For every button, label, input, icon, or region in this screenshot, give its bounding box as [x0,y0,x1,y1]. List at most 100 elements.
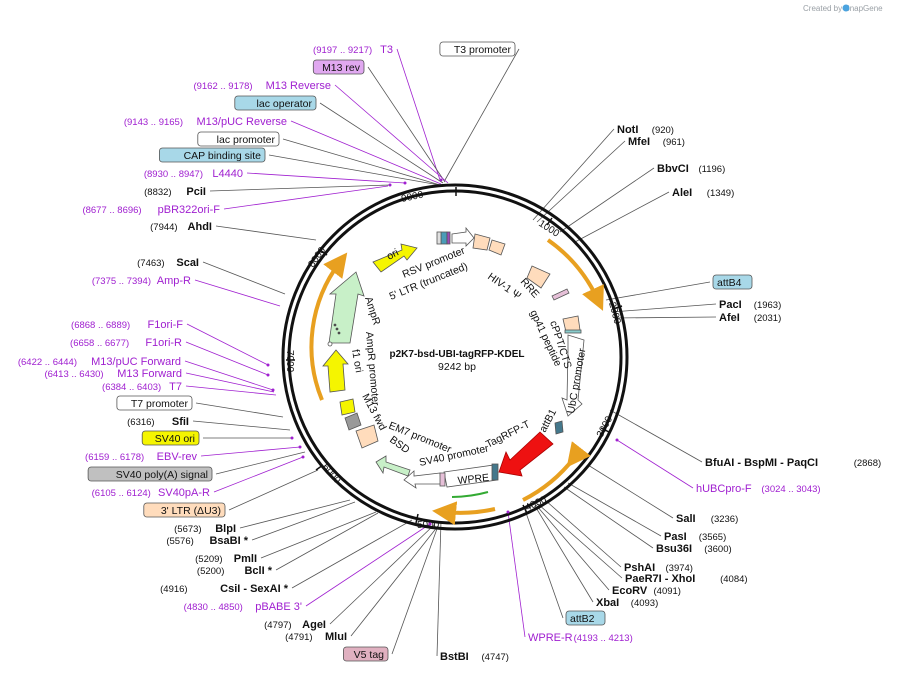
leader-line [239,499,351,529]
leader-line [186,323,269,366]
enzyme-agei: AgeI [302,619,326,631]
leader-line [609,409,703,463]
feature-box-label-t7-promoter: T7 promoter [131,398,189,410]
enzyme-pos-bstbi: (4747) [482,652,509,663]
leader-line [524,509,564,619]
leader-line [536,140,626,223]
leader-line [268,154,446,187]
enzyme-mlui: MluI [325,631,347,643]
feature-box-sv40-poly-a-signal [87,466,213,482]
leader-line [319,102,444,184]
primer-site-marker [290,436,294,440]
enzyme-pos-bsu36i: (3600) [704,544,731,555]
leader-line [537,503,623,579]
primer-t7: T7 [169,381,182,393]
leader-line [290,120,442,185]
primer-pos-t7: (6384 .. 6403) [102,382,161,393]
feature-box-v5-tag [342,646,389,662]
backbone-outer-ring [281,183,629,531]
leader-line [391,525,439,655]
leader-line [215,225,317,241]
feature-box-label-t3-promoter: T3 promoter [454,44,512,56]
leader-line [616,439,694,489]
enzyme-bsabi: BsaBI * [209,535,248,547]
leader-line [194,279,281,307]
leader-line [334,84,449,184]
leader-line [534,505,594,603]
features [322,226,585,489]
primer-hubcpro-f: hUBCpro-F [696,483,752,495]
tick-label-1000: 1000 [536,218,561,240]
primer-site-marker [266,373,270,377]
leader-line [275,512,379,571]
tick-label-7000: 7000 [284,350,295,373]
feature-box-attb4 [712,274,753,290]
enzyme-pasi: PasI [664,531,687,543]
primer-pos-ebv-rev: (6159 .. 6178) [85,452,144,463]
enzyme-pos-csii-sexai: (4916) [160,584,187,595]
enzyme-afei: AfeI [719,312,740,324]
enzyme-pcii: PciI [186,186,206,198]
feature-label-hiv1-psi: HIV-1 Ψ [485,271,523,303]
leader-line [574,191,670,243]
feature-box-label-v5-tag: V5 tag [354,649,385,661]
enzyme-pos-mfei: (961) [663,137,685,148]
feature-box-m13-rev [312,59,365,75]
leader-line [587,464,674,519]
leader-line [215,451,306,475]
enzyme-csii-sexai: CsiI - SexAI * [220,583,289,595]
primer-pos-hubcpro-f: (3024 .. 3043) [761,484,820,495]
feature-label-ampr: AmpR [362,295,383,327]
primer-site-marker [403,181,407,185]
enzyme-pmli: PmlI [234,553,257,565]
leader-line [251,501,356,541]
feature-label-f1ori: f1 ori [349,348,365,373]
enzyme-pos-paci: (1963) [754,300,781,311]
leader-line [282,138,441,186]
leader-lines [184,48,717,657]
primer-pos-m13-forward: (6413 .. 6430) [44,369,103,380]
enzyme-alei: AleI [672,187,692,199]
primer-m13-reverse: M13 Reverse [266,80,331,92]
orange-arcs [309,238,604,526]
enzyme-sali: SalI [676,513,696,525]
primer-site-marker [439,178,443,182]
enzyme-ecorv: EcoRV [612,585,648,597]
leader-line [223,185,389,210]
enzyme-pos-blpi: (5673) [174,524,201,535]
primer-site-marker [428,522,432,526]
primer-pos-amp-r: (7375 .. 7394) [92,276,151,287]
enzyme-pos-ahdi: (7944) [150,222,177,233]
primer-pos-f1ori-r: (6658 .. 6677) [70,338,129,349]
leader-line [200,446,301,457]
enzyme-pos-sali: (3236) [711,514,738,525]
enzyme-paer7i-xhoi: PaeR7I - XhoI [625,573,695,585]
primer-site-marker [388,183,392,187]
leader-line [350,525,439,637]
leader-line [396,48,441,181]
enzyme-pos-pasi: (3565) [699,532,726,543]
leader-line [563,486,654,549]
feature-box-label-lac-operator: lac operator [257,98,313,110]
feature-label-wpre: WPRE [457,472,490,487]
primer-pos-m13-puc-reverse: (9143 .. 9165) [124,117,183,128]
leader-line [444,48,520,181]
primer-site-marker [266,363,270,367]
primer-pbabe-3: pBABE 3' [255,601,302,613]
leader-line [613,316,717,319]
plasmid-name: p2K7-bsd-UBI-tagRFP-KDEL [390,349,525,360]
primer-sv40pa-r: SV40pA-R [158,487,210,499]
primer-pos-sv40pa-r: (6105 .. 6124) [92,488,151,499]
primer-site-marker [615,438,619,442]
leader-line [544,499,622,568]
enzyme-pos-bcli: (5200) [197,566,224,577]
primer-t3: T3 [380,44,393,56]
primer-wpre-r: WPRE-R [528,632,573,644]
feature-box-lac-promoter [197,131,280,147]
enzyme-scai: ScaI [176,257,199,269]
leader-line [291,519,413,589]
leader-line [605,281,711,301]
leader-line [329,524,435,625]
leader-line [367,66,446,183]
